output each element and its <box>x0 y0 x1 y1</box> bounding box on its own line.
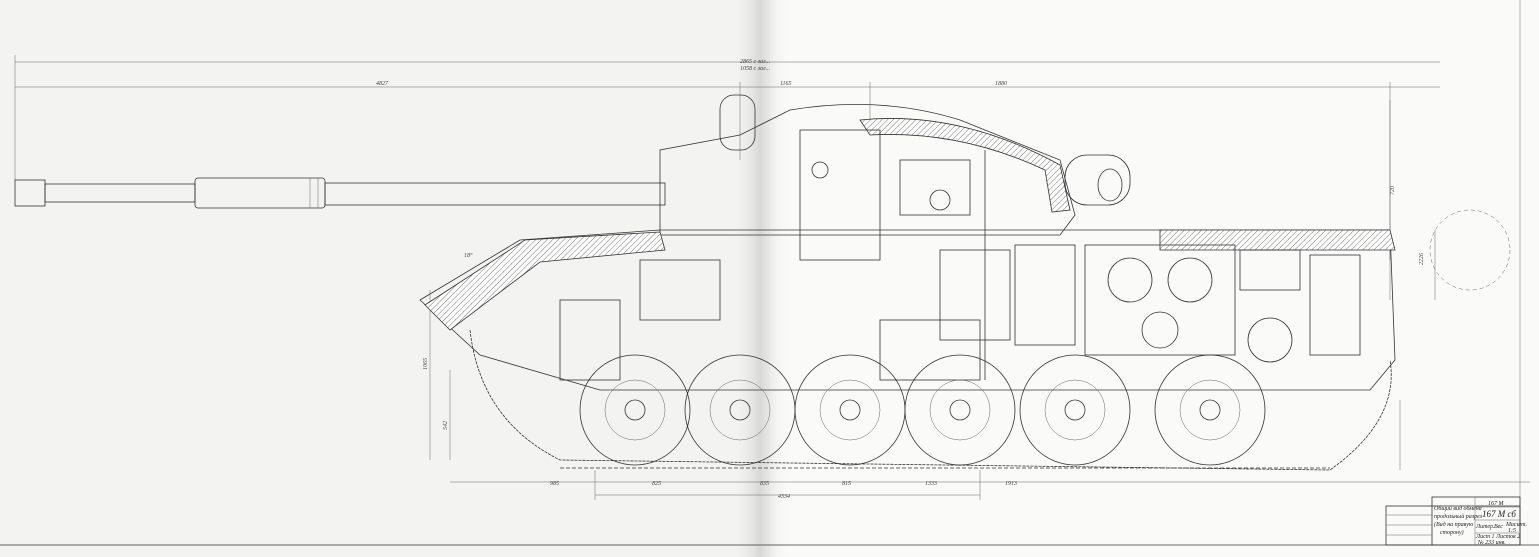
description-line-2: продольный разрез <box>1434 513 1483 520</box>
left-page <box>0 0 770 557</box>
right-page <box>770 0 1539 557</box>
road-wheel <box>904 354 1016 466</box>
description-line-4: сторону) <box>1440 529 1464 536</box>
road-wheel <box>579 354 691 466</box>
title-block: 167 М 167 М сб Общий вид обмена продольн… <box>1385 496 1527 546</box>
sheet-count: Листов 2 <box>1495 534 1520 540</box>
engine <box>1084 244 1236 356</box>
road-wheel <box>1154 354 1266 466</box>
road-wheel <box>1019 354 1131 466</box>
dim-ground-clearance: 542 <box>442 421 449 430</box>
drawing-code-top: 167 М <box>1488 501 1505 507</box>
dim-bottom-1: 985 <box>550 481 559 487</box>
dim-turret-offset: 1165 <box>780 81 792 87</box>
dim-bottom-3: 835 <box>760 481 769 487</box>
drawing-code: 167 М сб <box>1482 509 1516 519</box>
col-lit: Литер. <box>1475 524 1495 530</box>
running-gear <box>469 329 1392 471</box>
dim-bottom-2: 825 <box>652 481 661 487</box>
commander-cupola <box>719 94 756 151</box>
col-mass: Вес <box>1494 524 1503 530</box>
dim-bottom-6: 1913 <box>1005 481 1017 487</box>
col-scale: Масшт. <box>1505 522 1527 528</box>
archive-number: № 233 инв. <box>1477 540 1506 546</box>
rear-reel <box>1429 209 1511 291</box>
sheet-number: Лист 1 <box>1475 534 1495 540</box>
dim-bottom-4: 815 <box>842 481 851 487</box>
dim-overall-2: 1058 с зал... <box>740 66 770 72</box>
description-line-1: Общий вид обмена <box>1434 505 1482 512</box>
gun-barrel <box>14 177 666 209</box>
scale-value: 1:5 <box>1508 528 1516 534</box>
dim-height-rear: 2226 <box>1419 253 1425 265</box>
turret <box>659 94 1131 261</box>
dim-overall-1: 2865 с зал... <box>740 59 770 65</box>
front-armor <box>424 231 666 331</box>
dim-height-turret: 720 <box>1390 186 1396 195</box>
hull <box>419 150 1511 391</box>
dim-gun-overhang: 4827 <box>376 80 389 87</box>
dim-track-base: 4334 <box>778 493 790 500</box>
dim-bottom-5: 1333 <box>925 481 937 487</box>
dim-height-hull: 1065 <box>423 358 429 370</box>
bottom-dimensions: 985 825 835 815 1333 1913 4334 <box>450 470 1530 500</box>
description-line-3: (Вид на правую <box>1434 521 1474 528</box>
side-dimensions: 720 2226 1065 542 18° <box>423 100 1436 470</box>
dim-front-angle: 18° <box>464 252 473 259</box>
dim-turret-rear: 1880 <box>995 81 1007 87</box>
